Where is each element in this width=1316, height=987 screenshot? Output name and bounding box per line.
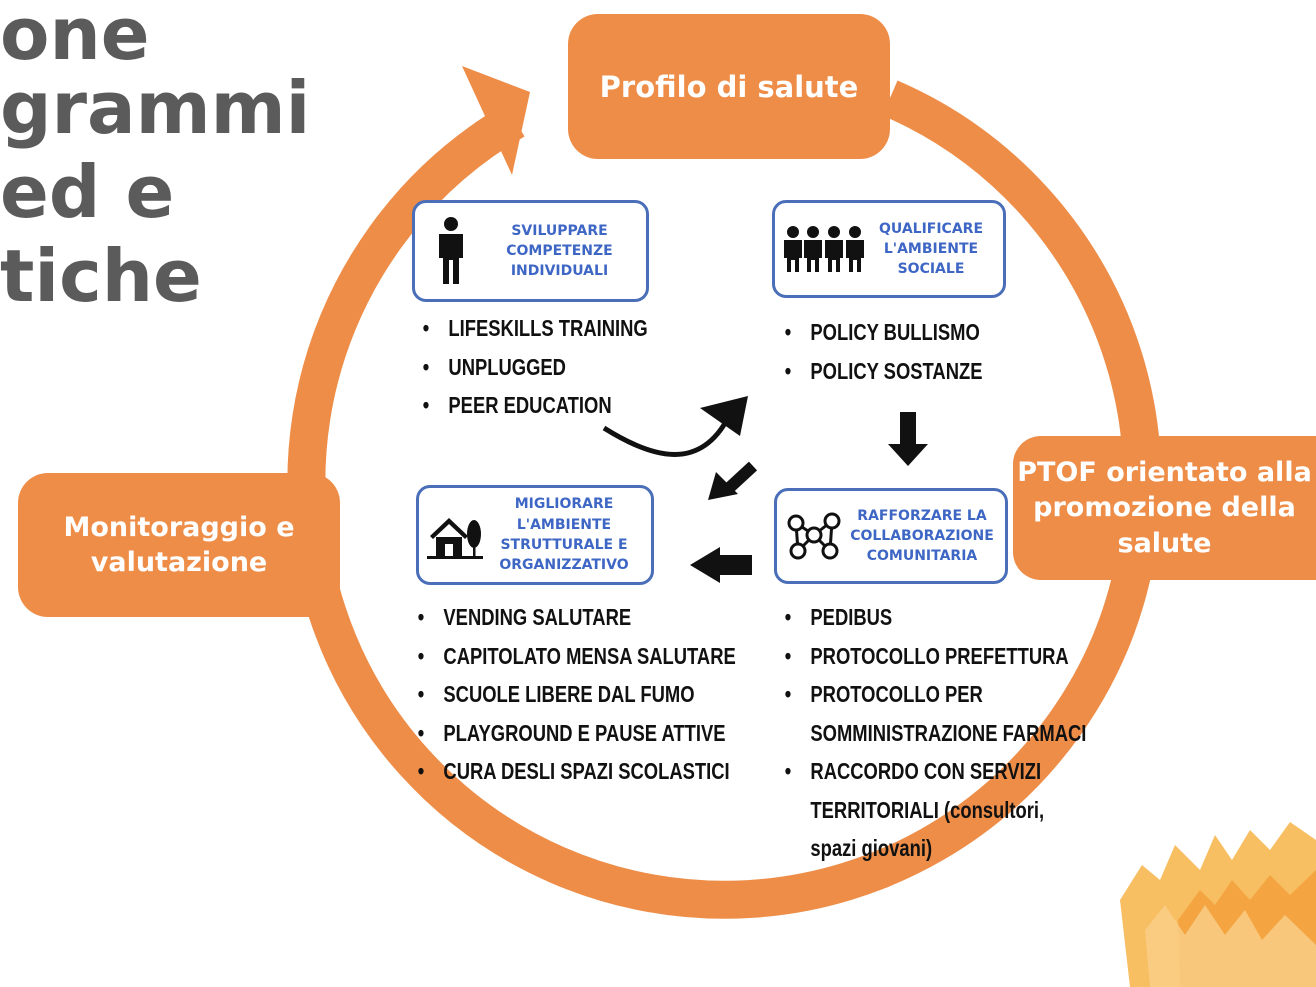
stage-monitoring-line-1: Monitoraggio e (63, 511, 295, 543)
list-item: LIFESKILLS TRAINING (418, 309, 648, 348)
list-item: CAPITOLATO MENSA SALUTARE (413, 637, 736, 676)
list-item: PEER EDUCATION (418, 386, 648, 425)
category-structural-label-line-4: ORGANIZZATIVO (499, 557, 629, 574)
category-social-label-line-3: SOCIALE (897, 261, 965, 278)
list-item: UNPLUGGED (418, 348, 648, 387)
title-line-2: grammi (0, 66, 311, 150)
category-community-label: RAFFORZARE LA COLLABORAZIONE COMUNITARIA (849, 506, 1005, 567)
category-structural-label-line-3: STRUTTURALE E (500, 537, 628, 553)
category-individual-box: SVILUPPARE COMPETENZE INDIVIDUALI (412, 200, 649, 302)
list-item: CURA DESLI SPAZI SCOLASTICI (413, 752, 736, 791)
category-social-label-line-2: L'AMBIENTE (883, 240, 979, 257)
house-icon (419, 510, 491, 560)
category-individual-label-line-2: COMPETENZE (506, 242, 613, 259)
category-structural-label-line-1: MIGLIORARE (514, 496, 614, 513)
list-item: VENDING SALUTARE (413, 598, 736, 637)
title-line-4: tiche (0, 234, 202, 318)
category-social-box: QUALIFICARE L'AMBIENTE SOCIALE (772, 200, 1006, 298)
stage-ptof-line-2: promozione della (1033, 492, 1296, 524)
community-items-list: PEDIBUS PROTOCOLLO PREFETTURA PROTOCOLLO… (780, 598, 1087, 868)
network-icon (777, 507, 849, 565)
structural-items-list: VENDING SALUTARE CAPITOLATO MENSA SALUTA… (413, 598, 736, 791)
category-community-label-line-1: RAFFORZARE LA (857, 507, 987, 524)
title-line-3: ed e (0, 150, 175, 234)
corner-decoration (1120, 822, 1316, 987)
list-item: POLICY BULLISMO (780, 313, 983, 352)
stage-monitoring-box: Monitoraggio e valutazione (18, 473, 340, 617)
stage-profile-box: Profilo di salute (568, 14, 890, 159)
category-social-label-line-1: QUALIFICARE (878, 220, 984, 237)
category-community-box: RAFFORZARE LA COLLABORAZIONE COMUNITARIA (774, 488, 1008, 584)
curved-arrow (602, 416, 731, 457)
list-item-continuation: SOMMINISTRAZIONE FARMACI (810, 719, 1087, 746)
stage-ptof-box: PTOF orientato alla promozione della sal… (1013, 436, 1316, 580)
down-arrow (888, 412, 928, 466)
list-item: PROTOCOLLO PER (780, 675, 1086, 714)
list-item-continuation: TERRITORIALI (consultori, (810, 796, 1045, 823)
title-line-1: one (0, 0, 150, 76)
list-item: PEDIBUS (780, 598, 1086, 637)
category-structural-box: MIGLIORARE L'AMBIENTE STRUTTURALE E ORGA… (416, 485, 654, 585)
stage-ptof-line-1: PTOF orientato alla (1017, 457, 1312, 489)
group-icon (775, 224, 873, 274)
list-item: SCUOLE LIBERE DAL FUMO (413, 675, 736, 714)
list-item: POLICY SOSTANZE (780, 352, 983, 391)
category-community-label-line-3: COMUNITARIA (866, 548, 978, 565)
list-item-continuation: spazi giovani) (810, 835, 933, 861)
person-icon (415, 216, 487, 286)
list-item: PROTOCOLLO PREFETTURA (780, 637, 1086, 676)
category-individual-label-line-1: SVILUPPARE (511, 222, 608, 239)
category-community-label-line-2: COLLABORAZIONE (850, 527, 994, 544)
cycle-ring (287, 80, 1162, 919)
category-social-label: QUALIFICARE L'AMBIENTE SOCIALE (873, 219, 1003, 280)
stage-monitoring-line-2: valutazione (90, 547, 268, 578)
diagonal-arrow (708, 461, 758, 500)
stage-profile-label: Profilo di salute (599, 69, 859, 104)
category-structural-label-line-2: L'AMBIENTE (516, 516, 612, 533)
list-item: RACCORDO CON SERVIZI (780, 752, 1086, 791)
curved-arrowhead (700, 396, 748, 436)
category-individual-label-line-3: INDIVIDUALI (510, 263, 609, 280)
social-items-list: POLICY BULLISMO POLICY SOSTANZE (780, 313, 983, 390)
list-item: PLAYGROUND E PAUSE ATTIVE (413, 714, 736, 753)
stage-ptof-line-3: salute (1117, 527, 1212, 559)
left-arrow (690, 547, 752, 583)
category-individual-label: SVILUPPARE COMPETENZE INDIVIDUALI (487, 221, 646, 282)
individual-items-list: LIFESKILLS TRAINING UNPLUGGED PEER EDUCA… (418, 309, 648, 425)
cycle-arrowhead (462, 66, 530, 175)
category-structural-label: MIGLIORARE L'AMBIENTE STRUTTURALE E ORGA… (491, 494, 651, 575)
